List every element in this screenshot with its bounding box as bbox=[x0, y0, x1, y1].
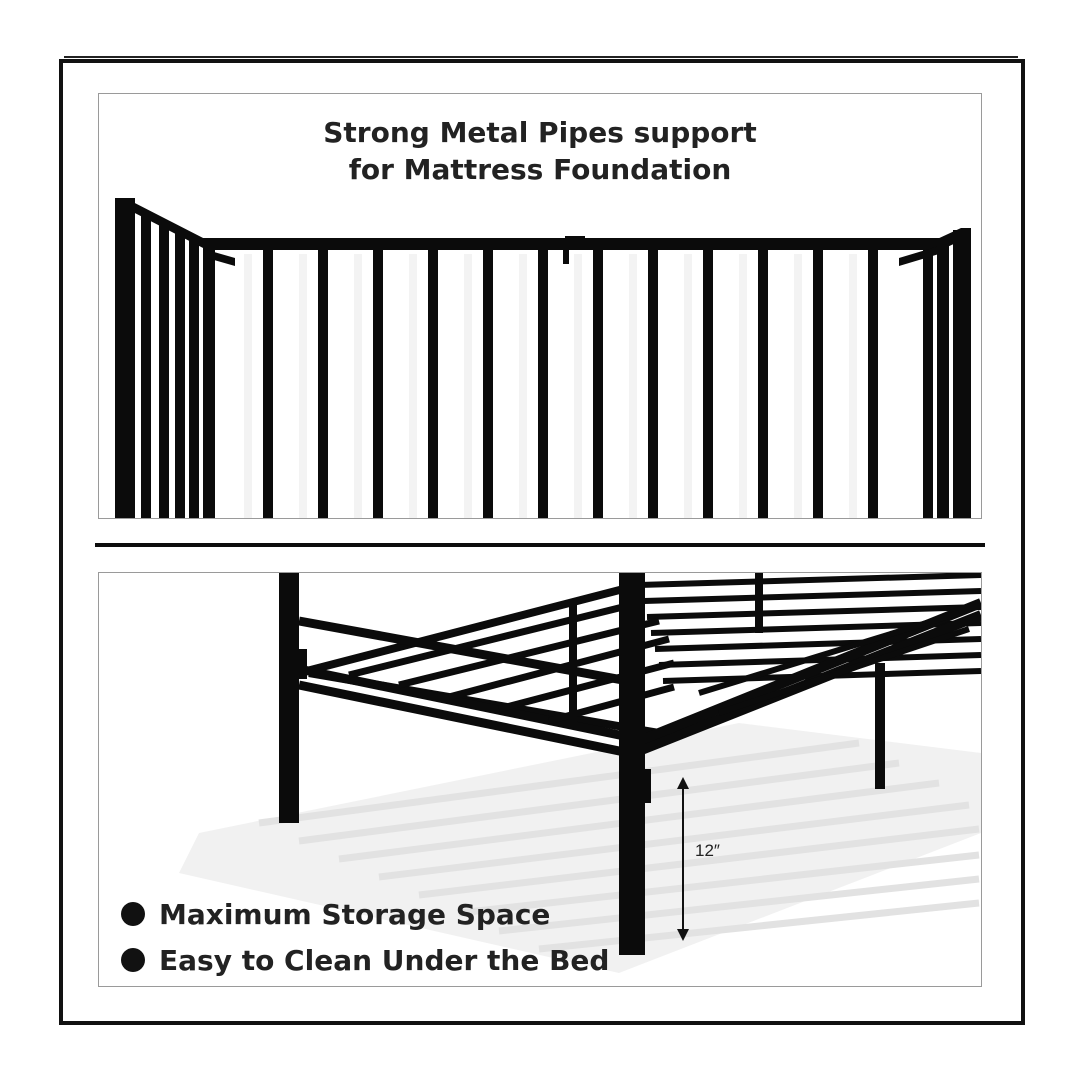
headline-line-1: Strong Metal Pipes support bbox=[323, 116, 757, 149]
bed-legs bbox=[279, 573, 885, 955]
feature-item: Maximum Storage Space bbox=[121, 891, 609, 937]
storage-space-panel: 12″ Maximum Storage Space Easy to Clean … bbox=[98, 572, 982, 987]
headboard-rail-illustration bbox=[115, 198, 971, 518]
height-label: 12″ bbox=[695, 841, 720, 860]
chevron-right-circle-icon bbox=[121, 891, 145, 926]
rail-shadows bbox=[244, 254, 857, 518]
bed-frame-illustration bbox=[179, 573, 981, 973]
panel-headline: Strong Metal Pipes support for Mattress … bbox=[99, 114, 981, 188]
floor-shadow bbox=[179, 723, 981, 973]
feature-text: Easy to Clean Under the Bed bbox=[159, 943, 610, 977]
support-pipes-panel: Strong Metal Pipes support for Mattress … bbox=[98, 93, 982, 519]
headline-line-2: for Mattress Foundation bbox=[348, 153, 732, 186]
feature-text: Maximum Storage Space bbox=[159, 897, 551, 931]
bed-rail bbox=[115, 198, 971, 518]
height-dimension-arrow bbox=[677, 777, 689, 941]
feature-list: Maximum Storage Space Easy to Clean Unde… bbox=[121, 891, 609, 983]
feature-item: Easy to Clean Under the Bed bbox=[121, 891, 610, 983]
top-rule bbox=[64, 56, 1018, 58]
section-divider bbox=[95, 543, 985, 547]
chevron-right-circle-icon bbox=[121, 891, 145, 972]
bed-frame bbox=[297, 573, 981, 758]
outer-frame bbox=[59, 59, 1025, 1025]
